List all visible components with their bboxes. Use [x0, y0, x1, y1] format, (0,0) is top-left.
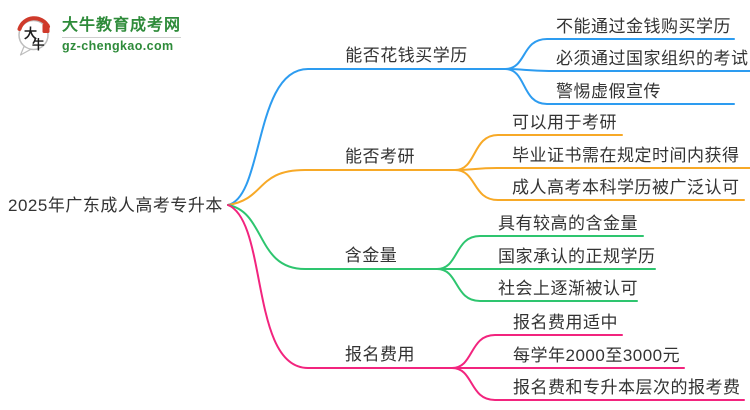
- branch-4-leaf-1-line: [451, 334, 623, 369]
- branch-2-leaf-3-line: [454, 169, 745, 201]
- branch-2-leaf-1-line: [454, 134, 623, 171]
- branch-1-leaf-1: 不能通过金钱购买学历: [556, 17, 731, 36]
- branch-3-leaf-3: 社会上逐渐被认可: [498, 279, 638, 298]
- site-logo: 大 牛 大牛教育成考网 gz-chengkao.com: [15, 13, 182, 57]
- logo-red-arc: [17, 16, 50, 31]
- site-name: 大牛教育成考网: [62, 17, 182, 34]
- logo-char-bottom: 牛: [32, 37, 45, 52]
- branch-1-main-line: [227, 68, 506, 206]
- root-node: 2025年广东成人高考专升本: [8, 196, 223, 215]
- site-domain: gz-chengkao.com: [62, 39, 174, 53]
- branch-3-leaf-1-line: [436, 235, 644, 270]
- branch-3-main-line: [227, 204, 438, 270]
- branch-1-leaf-1-line: [504, 38, 735, 70]
- branch-1-leaf-2: 必须通过国家组织的考试: [556, 49, 749, 68]
- speech-bubble-tail: [19, 45, 32, 56]
- branch-2-leaf-2: 毕业证书需在规定时间内获得: [512, 146, 740, 165]
- branch-3-leaf-3-line: [436, 268, 638, 302]
- branch-3-label: 含金量: [344, 246, 398, 265]
- branch-1-label: 能否花钱买学历: [345, 46, 468, 65]
- logo-seal-stamp-icon: [42, 24, 50, 33]
- branch-3-leaf-2: 国家承认的正规学历: [498, 247, 656, 266]
- branch-4-leaf-3-line: [451, 367, 745, 401]
- branch-2-leaf-2-line: [454, 167, 750, 171]
- branch-1-leaf-3-line: [504, 68, 735, 105]
- branch-2-main-line: [227, 169, 456, 206]
- branch-3-leaf-1: 具有较高的含金量: [498, 214, 638, 233]
- branch-4-leaf-2: 每学年2000至3000元: [513, 346, 681, 365]
- branch-2-label: 能否考研: [345, 147, 415, 166]
- branch-4-leaf-3: 报名费和专升本层次的报考费: [513, 378, 741, 397]
- logo-divider: [62, 37, 182, 38]
- branch-1-leaf-3: 警惕虚假宣传: [556, 82, 661, 101]
- branch-4-label: 报名费用: [345, 345, 415, 364]
- branch-4-leaf-1: 报名费用适中: [513, 313, 618, 332]
- branch-2-leaf-3: 成人高考本科学历被广泛认可: [512, 178, 740, 197]
- speech-bubble-shape: [18, 19, 49, 51]
- branch-4-main-line: [227, 204, 453, 369]
- logo-bubble-mark: 大 牛: [17, 16, 50, 56]
- logo-char-top: 大: [24, 26, 37, 42]
- branch-2-leaf-1: 可以用于考研: [512, 113, 617, 132]
